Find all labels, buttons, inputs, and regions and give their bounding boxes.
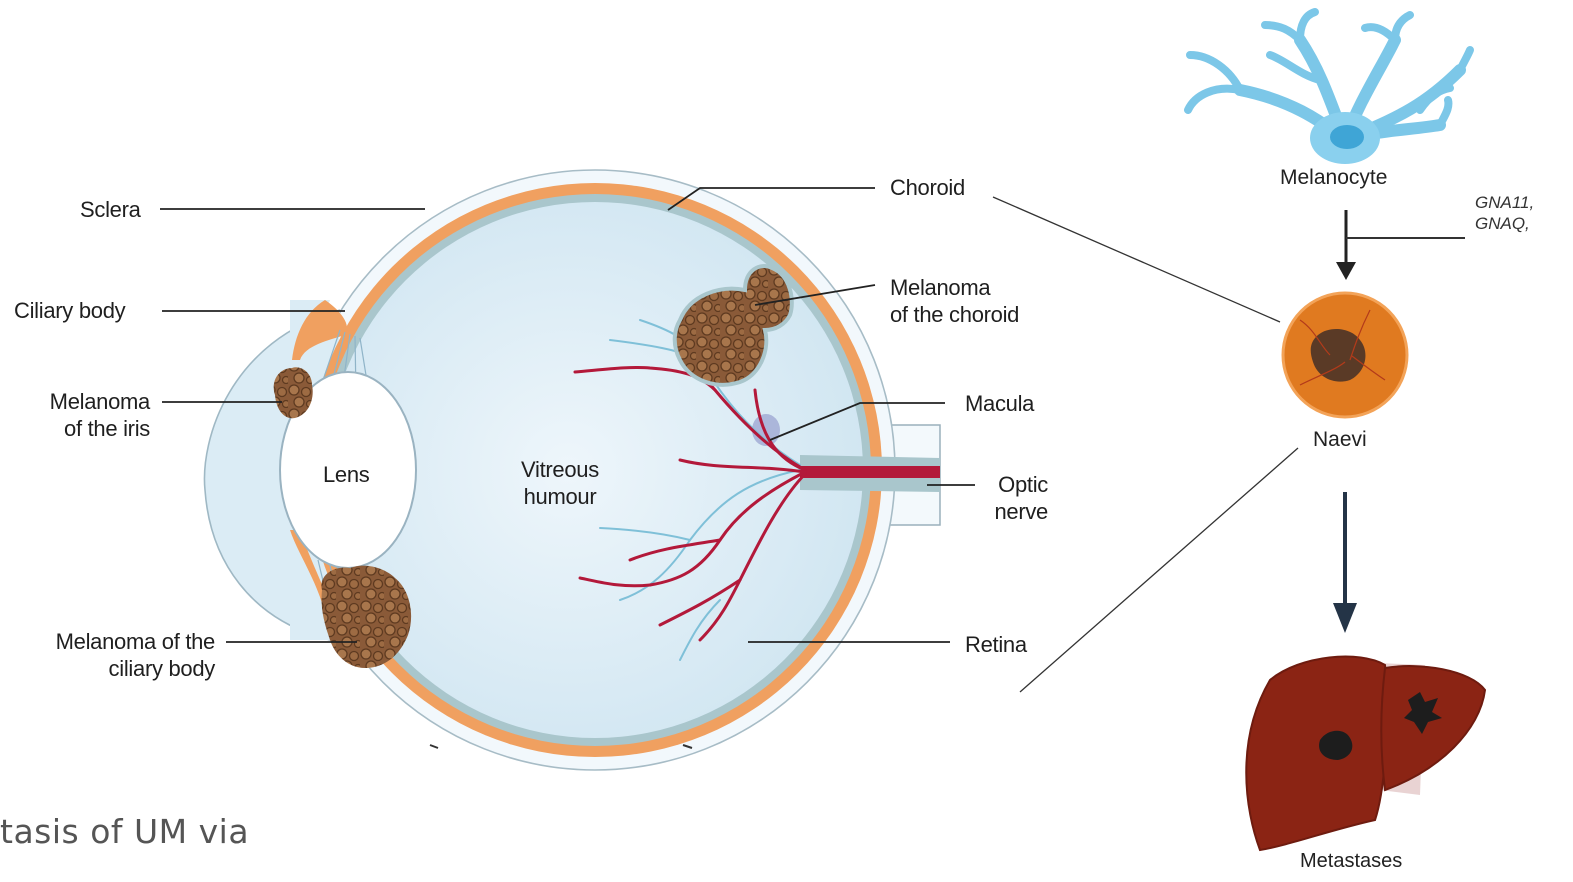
label-vitreous-line2: humour: [505, 483, 615, 510]
pathway-arrows: [1333, 210, 1465, 633]
label-melanocyte: Melanocyte: [1280, 166, 1387, 190]
label-melanoma-ciliary-line1: Melanoma of the: [10, 628, 215, 655]
label-melanoma-iris: Melanoma of the iris: [20, 388, 150, 442]
label-melanoma-choroid-line1: Melanoma: [890, 274, 1019, 301]
label-gene-gnaq: GNAQ,: [1475, 213, 1534, 234]
connector-lines: [993, 197, 1298, 692]
label-ciliary-body: Ciliary body: [14, 297, 125, 324]
label-melanoma-iris-line1: Melanoma: [20, 388, 150, 415]
label-metastases: Metastases: [1300, 850, 1402, 873]
label-melanoma-choroid-line2: of the choroid: [890, 301, 1019, 328]
label-melanoma-iris-line2: of the iris: [20, 415, 150, 442]
label-sclera: Sclera: [80, 196, 141, 223]
label-vitreous-line1: Vitreous: [505, 456, 615, 483]
label-genes: GNA11, GNAQ,: [1475, 192, 1534, 234]
naevus-eye: [1283, 293, 1407, 417]
label-choroid: Choroid: [890, 174, 965, 201]
label-melanoma-ciliary-body: Melanoma of the ciliary body: [10, 628, 215, 682]
label-optic-line2: nerve: [960, 498, 1048, 525]
melanocyte: [1188, 12, 1470, 164]
label-optic-line1: Optic: [960, 471, 1048, 498]
label-lens: Lens: [323, 461, 370, 488]
label-vitreous-humour: Vitreous humour: [505, 456, 615, 510]
label-retina: Retina: [965, 631, 1027, 658]
label-melanoma-ciliary-line2: ciliary body: [10, 655, 215, 682]
label-macula: Macula: [965, 390, 1034, 417]
liver-metastases: [1246, 657, 1485, 850]
label-optic-nerve: Optic nerve: [960, 471, 1048, 525]
label-gene-gna11: GNA11,: [1475, 192, 1534, 213]
label-naevi: Naevi: [1313, 428, 1367, 452]
label-melanoma-choroid: Melanoma of the choroid: [890, 274, 1019, 328]
caption-text: tasis of UM via: [0, 812, 249, 851]
